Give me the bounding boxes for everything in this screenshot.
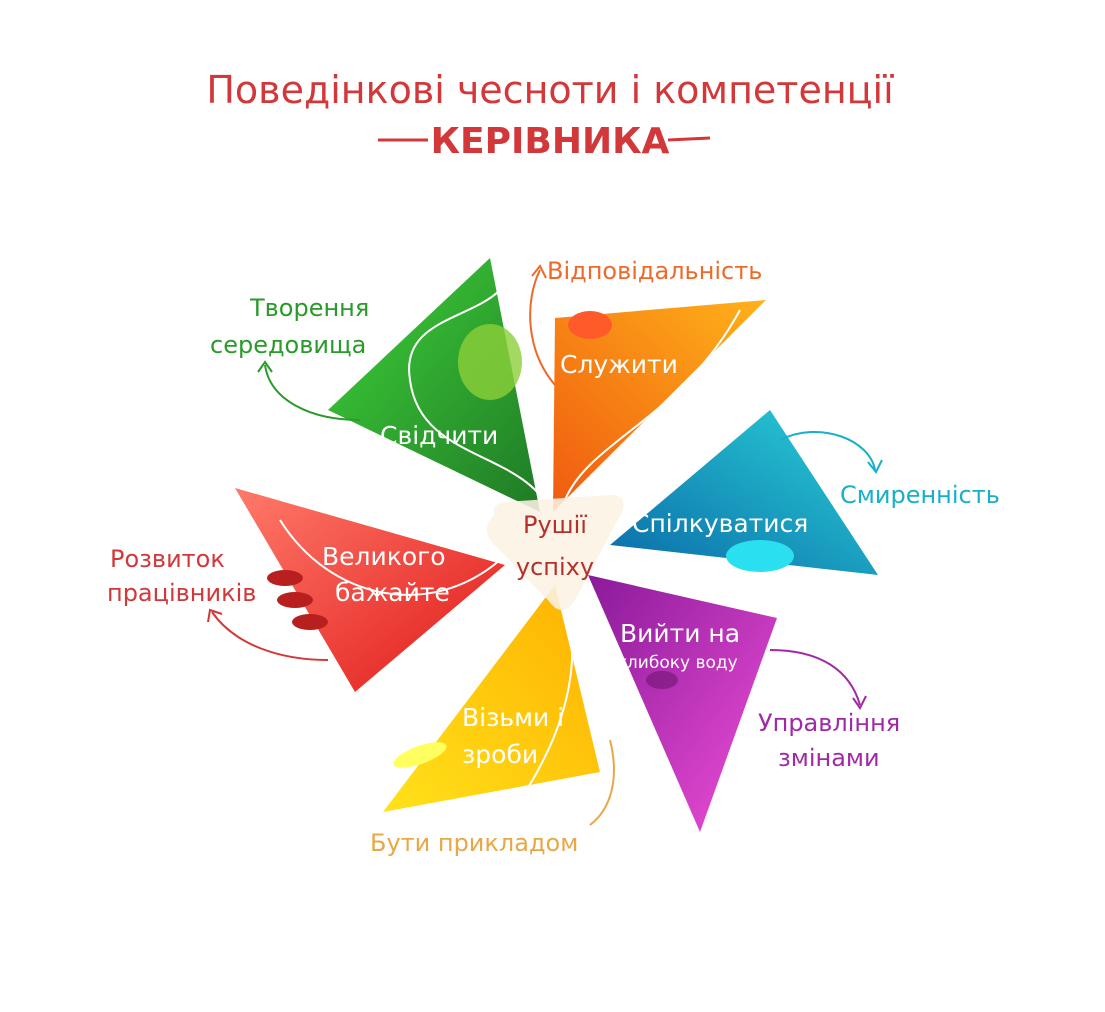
title-line-2: КЕРІВНИКА	[431, 121, 670, 162]
outer-label-upravlinnia-2: змінами	[778, 744, 880, 772]
white-curve-red	[279, 519, 501, 596]
arrow-red	[211, 611, 329, 661]
inner-label-svidchyty: Свідчити	[380, 421, 498, 450]
outer-label-buty-prykladom: Бути прикладом	[370, 829, 578, 857]
outer-label-vidpovidalnist: Відповідальність	[547, 257, 762, 285]
white-curve-green	[408, 289, 551, 511]
outer-label-tvorennia-1: Творення	[249, 294, 369, 322]
outer-label-rozvytok-2: працівників	[107, 579, 256, 607]
segment-green	[328, 258, 540, 512]
outer-label-tvorennia-2: середовища	[210, 331, 366, 359]
red-blob-3	[292, 614, 328, 630]
inner-label-spilkuvatysia: Спілкуватися	[632, 509, 808, 538]
white-curve-orange	[564, 309, 741, 501]
inner-label-vizmy-2: зроби	[462, 740, 538, 769]
red-blob-2	[277, 592, 313, 608]
arrow-red-head	[207, 608, 223, 623]
arrow-green	[264, 364, 361, 421]
segment-teal	[610, 410, 878, 575]
orange-blob	[568, 311, 612, 339]
arrow-teal-head	[867, 459, 883, 474]
teal-blob	[726, 540, 794, 572]
title-line-1: Поведінкові чесноти і компетенції	[206, 68, 894, 112]
arrow-purple	[769, 649, 861, 706]
outer-label-rozvytok-1: Розвиток	[110, 545, 225, 573]
inner-label-velykoho-2: бажайте	[335, 578, 450, 607]
green-blob	[458, 324, 522, 400]
center-line-2: успіху	[516, 553, 594, 581]
inner-label-vyity-1: Вийти на	[620, 619, 740, 648]
segment-purple	[588, 575, 777, 832]
arrow-teal	[779, 431, 876, 471]
arrow-orange-head	[531, 264, 547, 279]
outer-label-upravlinnia-1: Управління	[758, 709, 900, 737]
arrow-orange	[529, 269, 556, 386]
yellow-blob	[393, 742, 447, 768]
purple-blob	[646, 671, 678, 689]
title-dash-right	[667, 136, 711, 142]
center-shape	[486, 495, 624, 610]
white-curve-yellow	[519, 589, 574, 801]
inner-label-sluzhyty: Служити	[560, 350, 678, 379]
arrow-green-head	[257, 360, 273, 373]
inner-label-vyity-2: глибоку воду	[618, 653, 738, 673]
inner-label-vizmy-1: Візьми і	[462, 703, 564, 732]
center-line-1: Рушії	[523, 511, 587, 539]
arrow-yellow	[589, 739, 615, 826]
red-blob-1	[267, 570, 303, 586]
arrow-purple-head	[852, 695, 867, 710]
inner-label-velykoho-1: Великого	[322, 542, 446, 571]
outer-label-smyrennist: Смиренність	[840, 481, 1000, 509]
